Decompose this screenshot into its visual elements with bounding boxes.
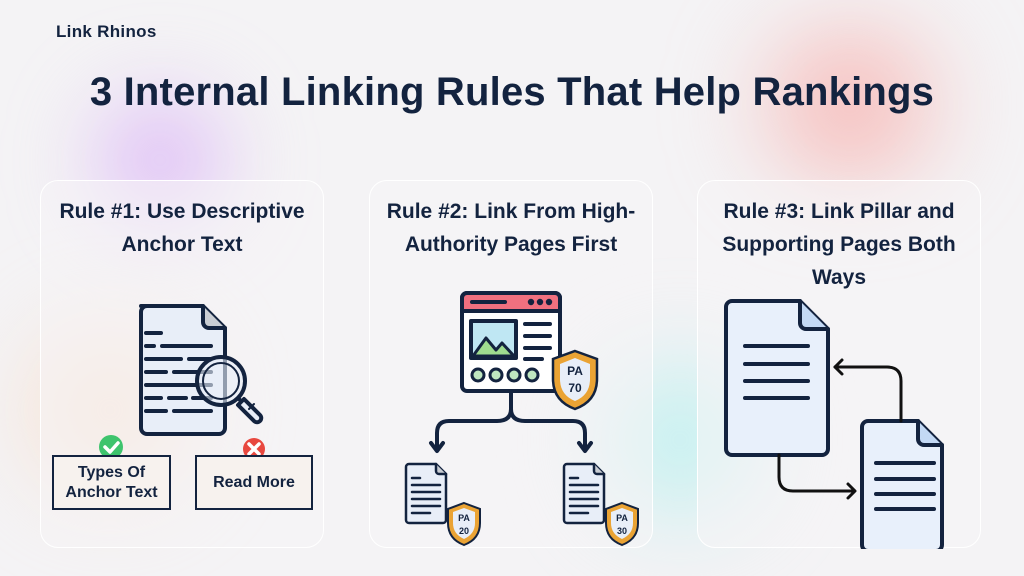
rule-card-2: Rule #2: Link From High-Authority Pages …: [369, 180, 653, 548]
page-title: 3 Internal Linking Rules That Help Ranki…: [89, 70, 935, 114]
two-way-documents-icon: [724, 299, 944, 549]
background-blob-red: [700, 10, 1000, 200]
shield-value: 20: [459, 526, 469, 536]
brand-logo: Link Rhinos: [56, 22, 157, 41]
rule-2-title: Rule #2: Link From High-Authority Pages …: [386, 200, 636, 256]
good-anchor-example: Types Of Anchor Text: [52, 455, 171, 510]
rule-card-3: Rule #3: Link Pillar and Supporting Page…: [697, 180, 981, 549]
browser-page-icon: [429, 291, 593, 453]
cross-icon: [243, 438, 265, 460]
shield-label: PA: [616, 513, 628, 523]
document-magnifier-icon: [139, 304, 264, 436]
target-page-icon-2: PA 30: [562, 462, 639, 547]
shield-label: PA: [567, 364, 583, 378]
rule-1-title: Rule #1: Use Descriptive Anchor Text: [59, 200, 305, 256]
rule-3-title: Rule #3: Link Pillar and Supporting Page…: [722, 200, 956, 289]
target-page-icon-1: PA 20: [404, 462, 481, 547]
shield-value: 70: [568, 381, 582, 395]
shield-label: PA: [458, 513, 470, 523]
shield-value: 30: [617, 526, 627, 536]
rule-card-1: Rule #1: Use Descriptive Anchor Text Typ…: [40, 180, 324, 548]
shield-icon-pa70: PA 70: [551, 349, 599, 411]
bad-anchor-example: Read More: [195, 455, 313, 510]
check-icon: [99, 435, 123, 459]
